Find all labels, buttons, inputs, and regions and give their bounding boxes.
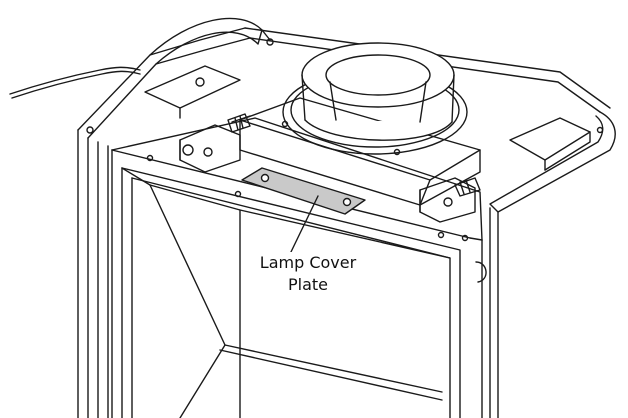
cable xyxy=(9,66,141,95)
right-bracket xyxy=(419,177,481,223)
right-side-panel xyxy=(475,207,499,418)
flue-collar xyxy=(301,42,455,141)
rear-left-bracket xyxy=(144,65,241,119)
lamp-cover-label-line2: Plate xyxy=(287,275,328,294)
plate-screw-right xyxy=(342,197,352,207)
lamp-cover-plate xyxy=(241,167,366,215)
plate-screw-left xyxy=(260,173,270,183)
firebox-opening xyxy=(121,167,461,418)
left-bracket xyxy=(179,113,251,173)
frame-bolts xyxy=(86,38,604,242)
rear-right-bracket xyxy=(509,117,591,171)
callout-leader xyxy=(289,195,319,255)
lamp-cover-plate-label: Lamp Cover Plate xyxy=(250,252,366,296)
left-side-panel xyxy=(77,27,251,418)
top-right-trim xyxy=(489,111,616,213)
top-left-trim xyxy=(149,17,263,65)
cable-inner xyxy=(11,70,141,99)
lamp-cover-label-line1: Lamp Cover xyxy=(259,253,357,272)
